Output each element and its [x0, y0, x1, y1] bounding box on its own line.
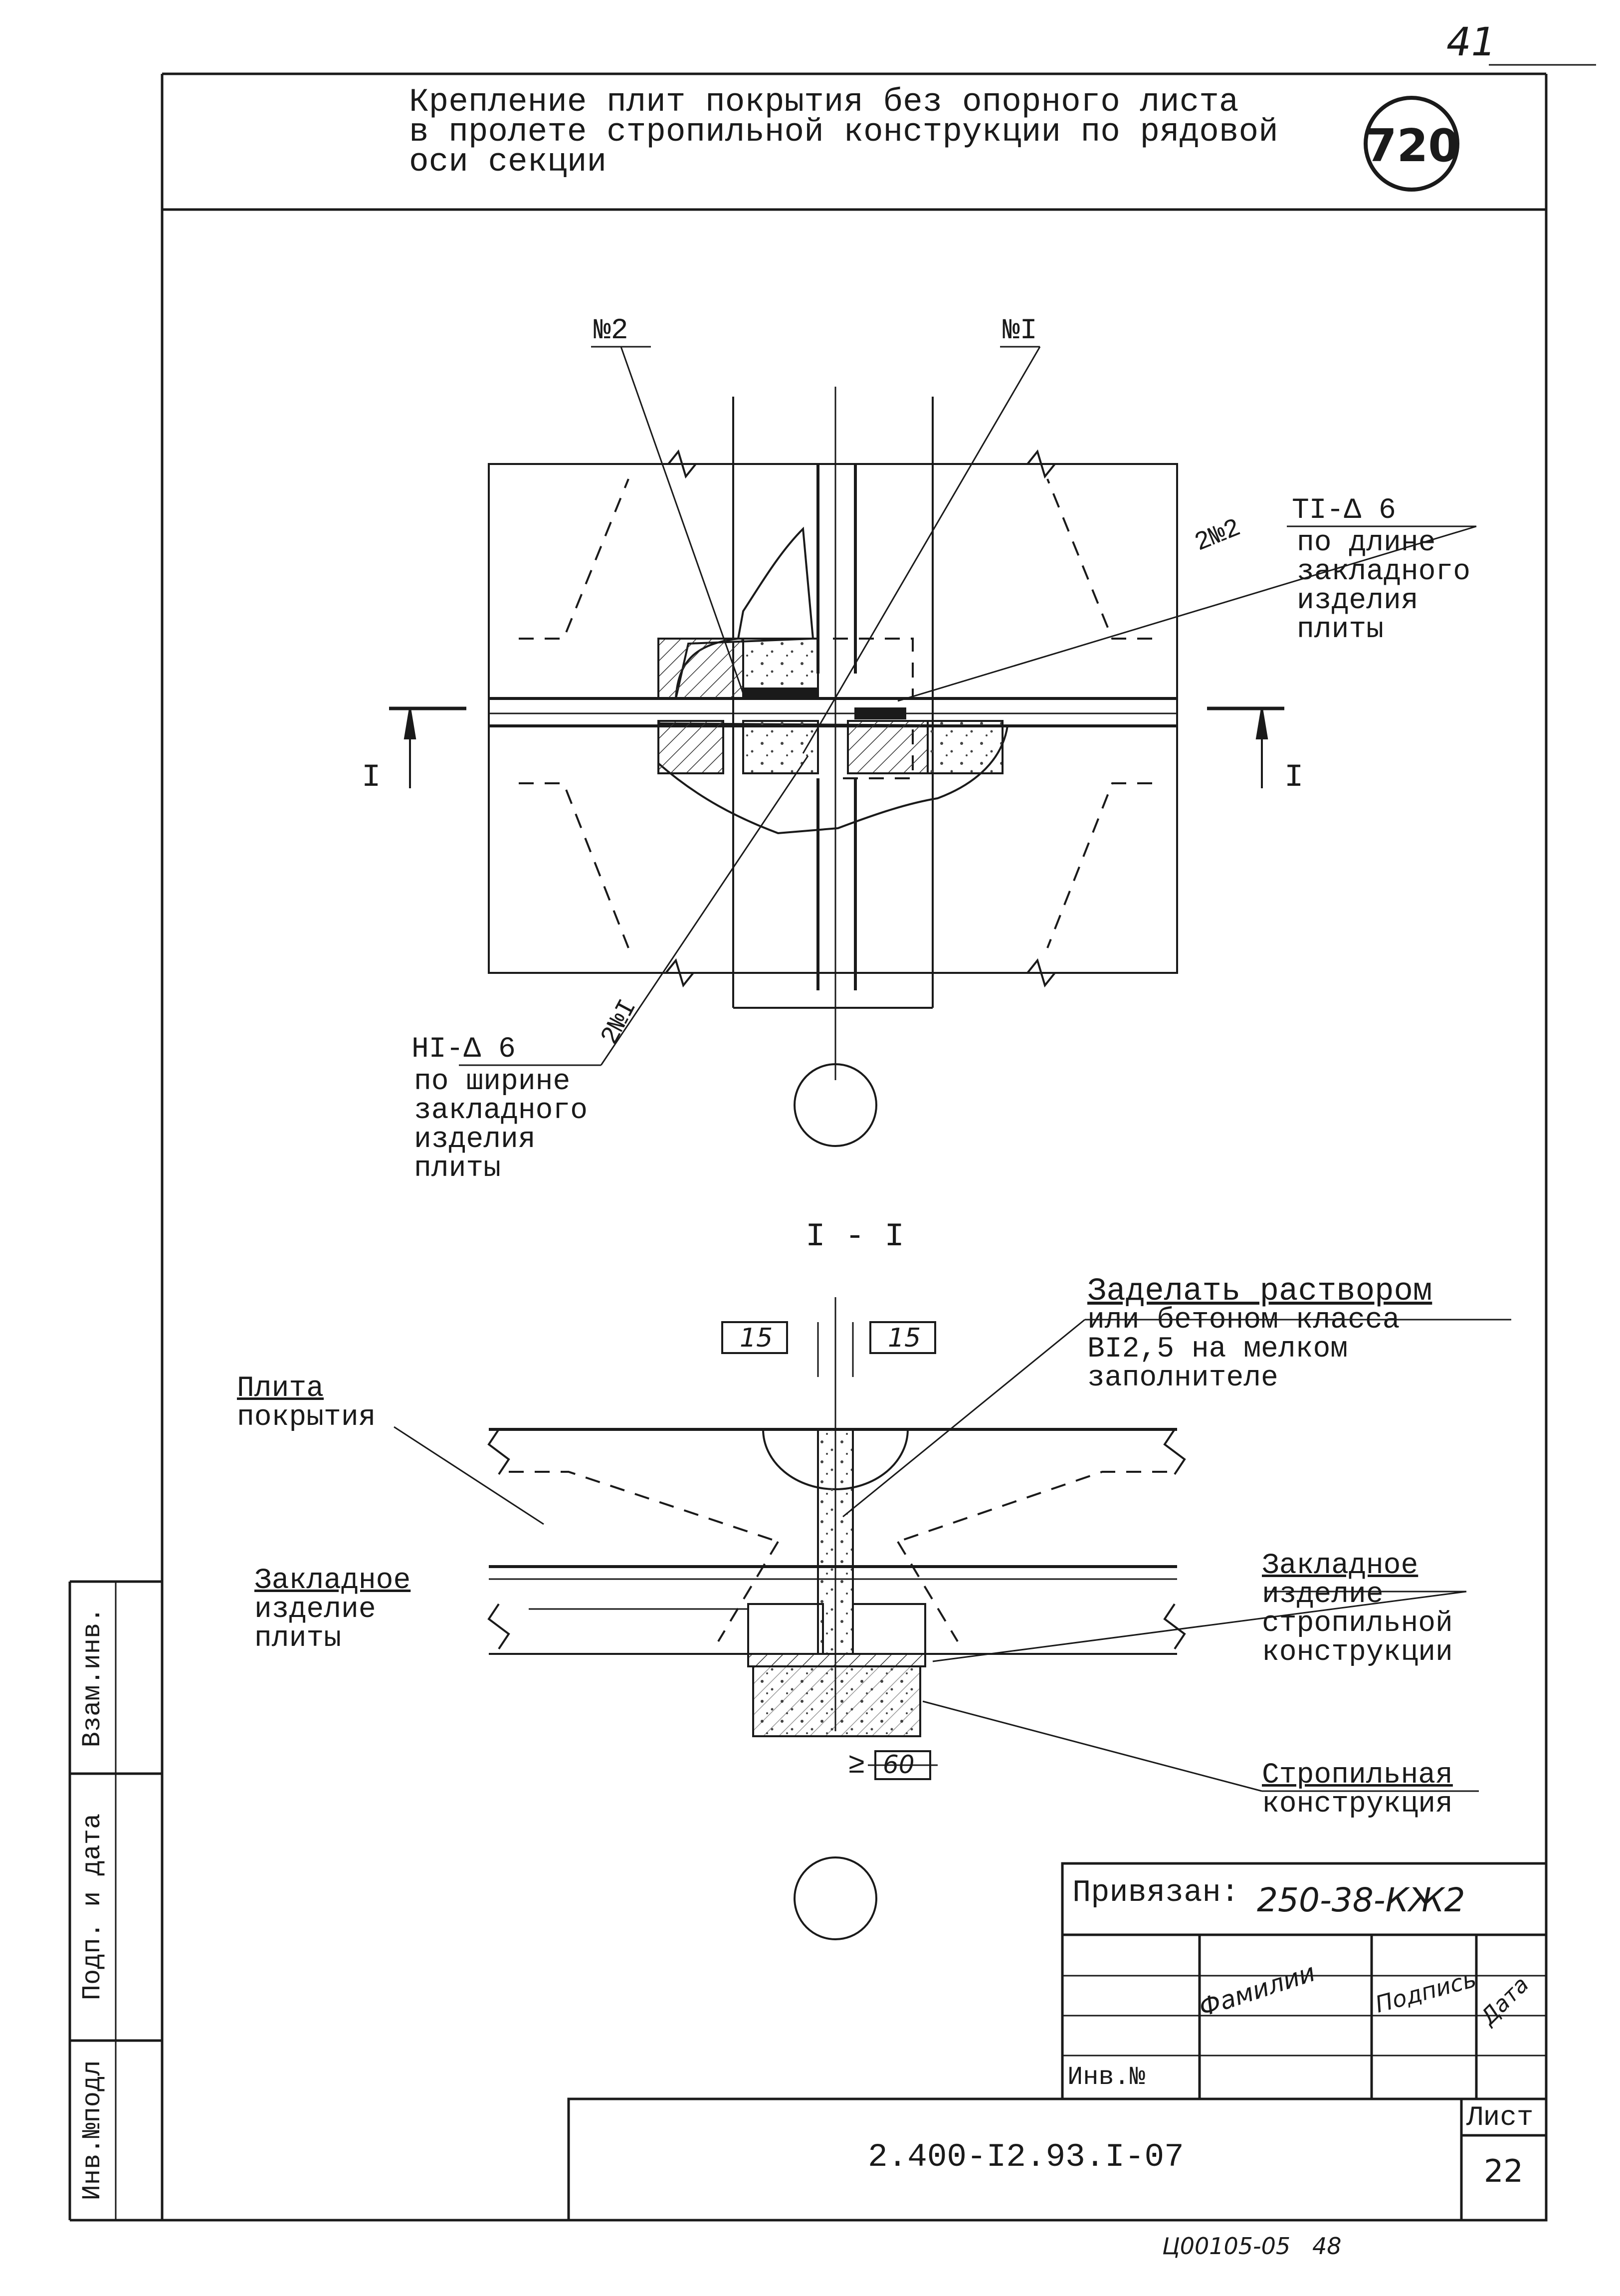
section-title: I - I [806, 1218, 905, 1255]
grout-note-2: или бетоном класса [1087, 1304, 1400, 1337]
embed-truss-label: Закладное изделие стропильной конструкци… [1262, 1552, 1453, 1667]
sheet-badge: 720 [1366, 120, 1459, 172]
embed-plate-label-2: изделие [254, 1594, 376, 1626]
callout-n1: №I [1003, 315, 1037, 347]
callout-n2: №2 [594, 315, 628, 347]
title-line-1: Крепление плит покрытия без опорного лис… [409, 83, 1239, 121]
dim-bottom: 60 [883, 1750, 915, 1779]
embed-truss-label-4: конструкции [1262, 1636, 1453, 1669]
page-title: Крепление плит покрытия без опорного лис… [409, 83, 1278, 181]
grout-note-1: Заделать раствором [1087, 1274, 1432, 1310]
plate-label: Плита покрытия [237, 1375, 376, 1432]
grout-note-3: BI2,5 на мелком [1087, 1333, 1348, 1366]
weld-bottom-code: HI-Δ 6 [411, 1033, 516, 1066]
section-mark-left: I [362, 760, 381, 796]
title-line-2: в пролете стропильной конструкции по ряд… [409, 113, 1278, 151]
footer-note: Ц00105-05 48 [1162, 2233, 1342, 2260]
left-strip-frame [68, 1580, 162, 2220]
embed-plate-label: Закладное изделие плиты [254, 1567, 410, 1653]
page-number-corner: 41 [1446, 20, 1496, 65]
badge-circle [1364, 96, 1459, 192]
privyazan-label: Привязан: [1072, 1875, 1239, 1910]
dim-left: 15 [740, 1323, 773, 1353]
list-number: 22 [1484, 2153, 1523, 2189]
plate-label-2: покрытия [237, 1401, 376, 1434]
strip-inv-podl: Инв.№подл [78, 2060, 107, 2201]
weld-bottom-note-3: изделия [414, 1124, 536, 1156]
strip-podp-data: Подп. и дата [78, 1813, 107, 2001]
embed-truss-label-1: Закладное [1262, 1550, 1418, 1582]
title-line-3: оси секции [409, 143, 607, 181]
embed-truss-label-2: изделие [1262, 1579, 1384, 1611]
truss-label: Стропильная конструкция [1262, 1761, 1453, 1819]
weld-bottom-note-4: плиты [414, 1152, 501, 1185]
plate-label-1: Плита [237, 1373, 324, 1405]
stamp-inv-no: Инв.№ [1067, 2063, 1146, 2092]
embed-plate-label-1: Закладное [254, 1565, 411, 1597]
embed-truss-label-3: стропильной [1262, 1607, 1453, 1640]
section-view [394, 1297, 1511, 1940]
drawing-code: 2.400-I2.93.I-07 [868, 2138, 1184, 2176]
truss-label-2: конструкция [1262, 1788, 1453, 1821]
strip-vzam-inv: Взам.инв. [78, 1607, 107, 1748]
privyazan-value: 250-38-КЖ2 [1257, 1881, 1465, 1919]
weld-top-code: TI-Δ 6 [1292, 494, 1396, 527]
weld-top-note-2: закладного [1297, 556, 1471, 588]
grout-note: Заделать раствором или бетоном класса BI… [1087, 1274, 1432, 1394]
truss-label-1: Стропильная [1262, 1759, 1453, 1792]
list-label: Лист [1466, 2101, 1534, 2133]
grout-note-4: заполнителе [1087, 1362, 1278, 1394]
weld-top-note: по длине закладного изделия плиты [1297, 529, 1470, 645]
embed-plate-label-3: плиты [254, 1622, 342, 1655]
weld-bottom-note-1: по ширине [414, 1066, 571, 1098]
weld-top-note-3: изделия [1297, 585, 1418, 617]
plan-view [389, 346, 1477, 1147]
section-mark-right: I [1284, 760, 1304, 796]
weld-bottom-note: по ширине закладного изделия плиты [414, 1068, 588, 1183]
weld-top-note-4: плиты [1297, 614, 1384, 646]
title-block-frame [567, 2097, 1548, 2222]
weld-top-note-1: по длине [1297, 527, 1436, 559]
dim-bottom-prefix: ≥ [848, 1749, 865, 1782]
sheet-frame [70, 64, 1596, 2222]
dim-right: 15 [888, 1323, 921, 1353]
weld-bottom-note-2: закладного [414, 1095, 588, 1127]
